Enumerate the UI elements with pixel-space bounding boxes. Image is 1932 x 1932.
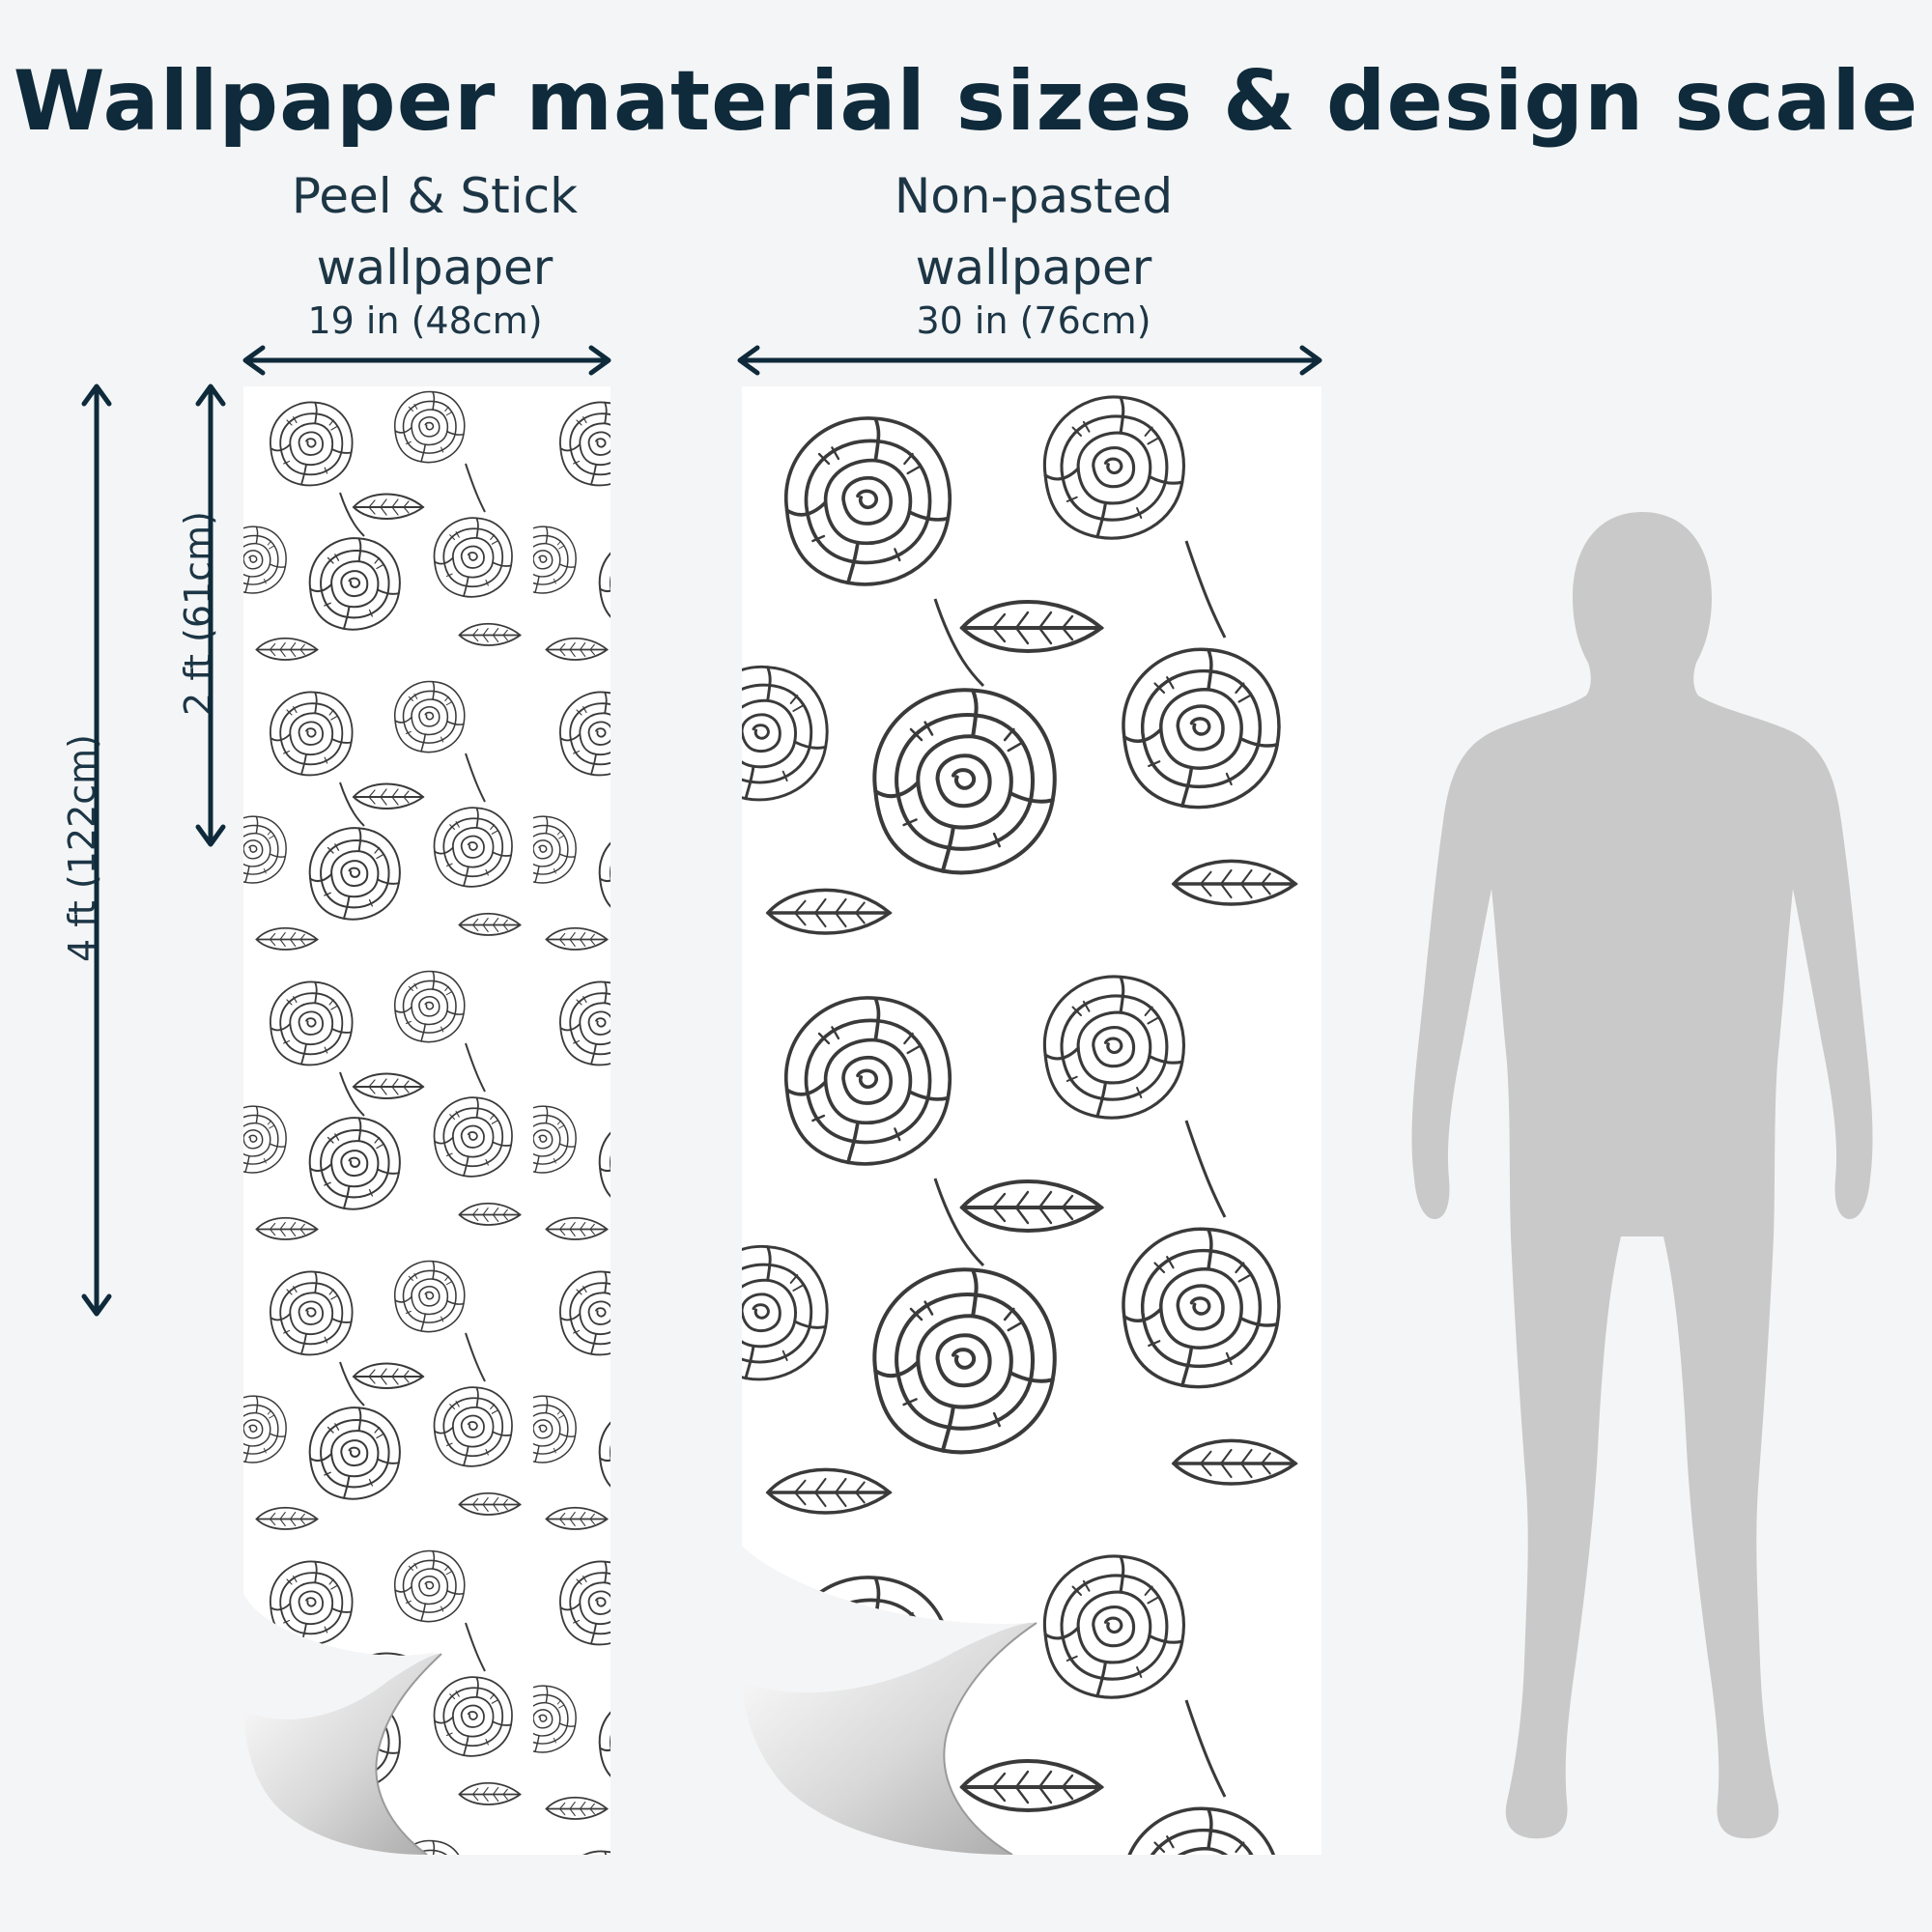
width-arrow-peel-stick: [242, 345, 611, 376]
width-arrow-non-pasted: [737, 345, 1322, 376]
product-name-line2: wallpaper: [316, 240, 554, 296]
non-pasted-corner-curl: [742, 1546, 1037, 1855]
page-title: Wallpaper material sizes & design scale: [13, 53, 1919, 150]
rose-pattern: [243, 386, 611, 1855]
width-label-peel-stick: 19 in (48cm): [307, 299, 543, 342]
human-silhouette: [1411, 512, 1873, 1839]
product-name-line2: wallpaper: [915, 240, 1152, 296]
product-label-non-pasted: Non-pasted wallpaper: [792, 160, 1275, 303]
peel-stick-corner-curl: [243, 1594, 442, 1855]
width-label-non-pasted: 30 in (76cm): [916, 299, 1151, 342]
product-name-line1: Peel & Stick: [291, 168, 579, 224]
height-arrow-2ft: [195, 384, 226, 847]
height-arrow-4ft: [81, 384, 112, 1317]
product-name-line1: Non-pasted: [894, 168, 1174, 224]
peel-stick-wallpaper-sample: [243, 386, 611, 1855]
product-label-peel-stick: Peel & Stick wallpaper: [232, 160, 638, 303]
